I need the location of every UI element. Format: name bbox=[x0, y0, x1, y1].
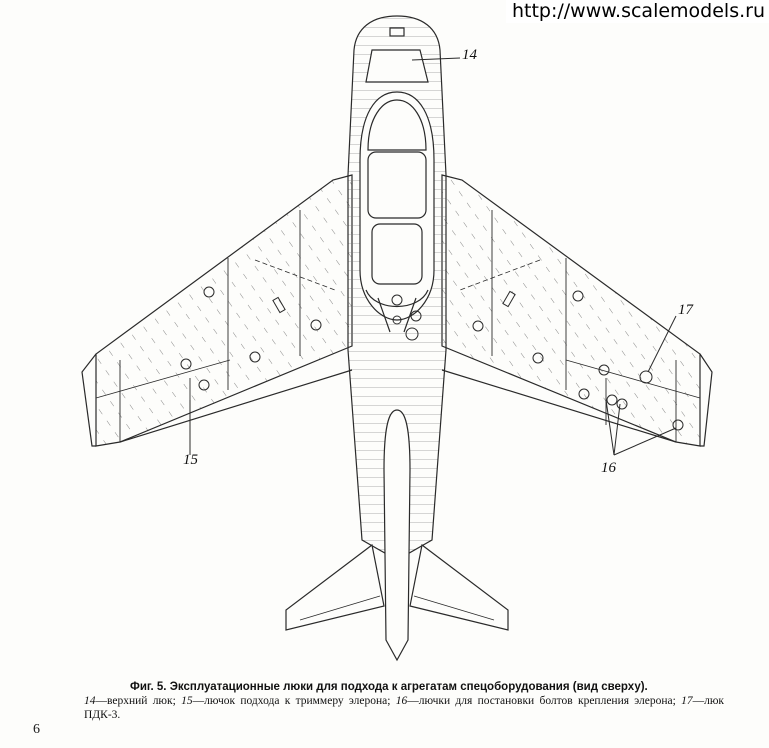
legend-text-16: —лючки для постановки болтов крепления э… bbox=[407, 695, 682, 707]
callout-16: 16 bbox=[601, 460, 616, 476]
leader-lines bbox=[189, 57, 677, 456]
legend-num-16: 16 bbox=[395, 695, 408, 707]
callout-14: 14 bbox=[462, 47, 477, 63]
legend-text-14: —верхний люк; bbox=[95, 695, 182, 707]
left-wing bbox=[81, 174, 353, 447]
legend-text-15: —лючок подхода к триммеру элерона; bbox=[192, 695, 396, 707]
site-watermark: http://www.scalemodels.ru bbox=[505, 0, 769, 23]
legend-num-14: 14 bbox=[84, 695, 96, 707]
legend-num-17: 17 bbox=[681, 695, 693, 707]
tail bbox=[285, 409, 509, 662]
callout-15: 15 bbox=[183, 452, 198, 468]
caption-title: Фиг. 5. Эксплуатационные люки для подход… bbox=[130, 681, 648, 693]
legend-text-17: —люк ПДК-3. bbox=[84, 695, 724, 721]
callout-17: 17 bbox=[678, 302, 693, 318]
figure-caption: Фиг. 5. Эксплуатационные люки для подход… bbox=[84, 680, 724, 722]
canopy bbox=[359, 91, 435, 333]
legend-num-15: 15 bbox=[181, 695, 193, 707]
access-hatches bbox=[180, 286, 684, 431]
page-number: 6 bbox=[33, 722, 40, 737]
right-wing bbox=[441, 174, 713, 447]
caption-legend: 14—верхний люк; 15—лючок подхода к тримм… bbox=[84, 694, 724, 722]
